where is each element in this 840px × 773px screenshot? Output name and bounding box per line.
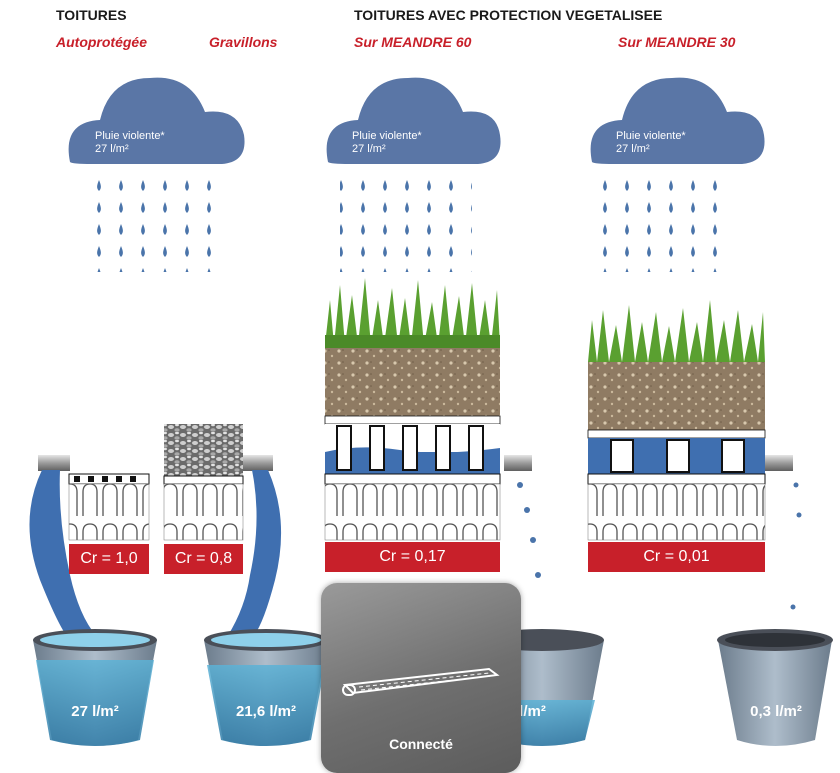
connection-status: Connecté	[389, 736, 453, 752]
rain-drops	[85, 172, 217, 272]
cr-label-meandre-30: Cr = 0,01	[588, 542, 765, 572]
cloud-label: Pluie violente*27 l/m²	[352, 130, 422, 155]
cloud-label: Pluie violente*27 l/m²	[616, 130, 686, 155]
bucket-icon	[33, 629, 157, 746]
keyboard-icon	[342, 667, 500, 696]
volume-label: 21,6 l/m²	[235, 703, 297, 720]
water-stream	[225, 470, 282, 640]
header-right-title: TOITURES AVEC PROTECTION VEGETALISEE	[354, 7, 663, 23]
bucket-icon	[204, 629, 328, 746]
cloud-label: Pluie violente*27 l/m²	[95, 130, 165, 155]
rain-drops	[602, 172, 734, 272]
subtitle-autoprotegee: Autoprotégée	[56, 34, 147, 50]
roof-section-meandre-30	[587, 300, 766, 541]
volume-label: 27 l/m²	[71, 703, 119, 720]
roof-section-meandre-60	[324, 278, 501, 541]
roof-section-autoprotegee	[68, 473, 150, 541]
water-stream	[29, 470, 101, 640]
subtitle-meandre-30: Sur MEANDRE 30	[618, 34, 736, 50]
cr-label-meandre-60: Cr = 0,17	[325, 542, 500, 572]
subtitle-gravillons: Gravillons	[209, 34, 278, 50]
drain-pipe	[38, 455, 70, 471]
volume-label: 0,3 l/m²	[750, 703, 802, 720]
bucket-icon	[717, 629, 833, 746]
cloud-icon	[326, 77, 501, 164]
drain-pipe	[243, 455, 273, 471]
roof-section-gravillons	[163, 424, 244, 541]
cloud-icon	[590, 77, 765, 164]
subtitle-meandre-60: Sur MEANDRE 60	[354, 34, 472, 50]
cr-label-autoprotegee: Cr = 1,0	[69, 544, 149, 574]
header-left-title: TOITURES	[56, 7, 127, 23]
cloud-icon	[68, 77, 245, 164]
drain-pipe	[504, 455, 532, 471]
rain-drops	[340, 172, 472, 272]
cr-label-gravillons: Cr = 0,8	[164, 544, 243, 574]
drain-pipe	[765, 455, 793, 471]
connection-overlay: Connecté	[321, 583, 521, 773]
